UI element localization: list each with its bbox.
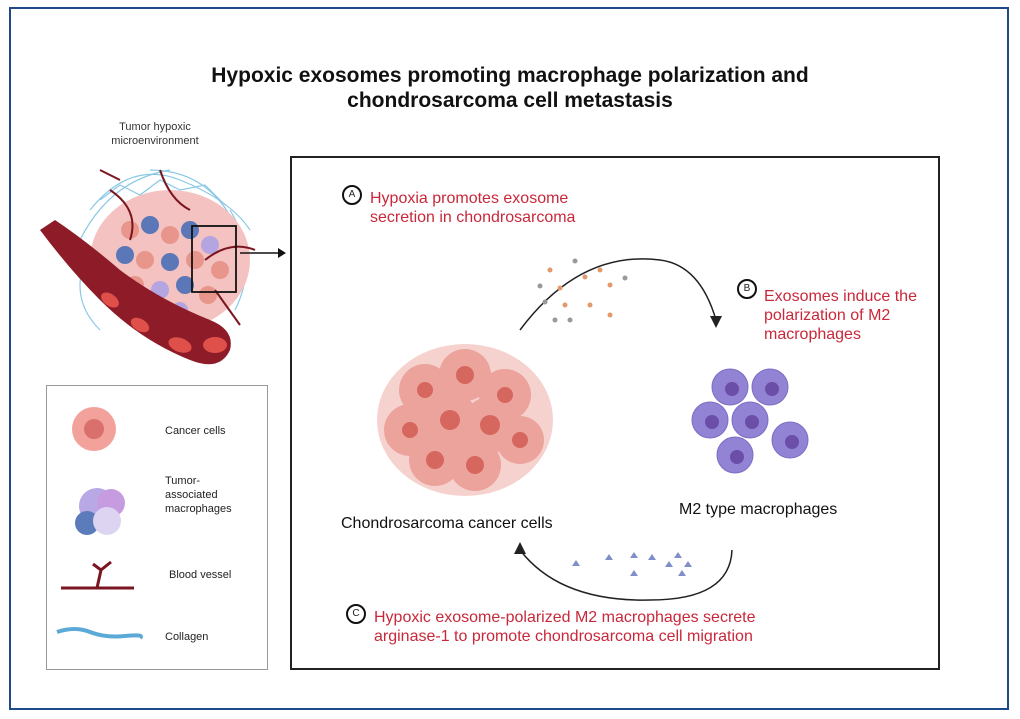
cancer-cluster-label: Chondrosarcoma cancer cells bbox=[341, 515, 553, 532]
figure-title: Hypoxic exosomes promoting macrophage po… bbox=[0, 63, 1020, 113]
legend-label-cancer-cells: Cancer cells bbox=[165, 425, 226, 437]
legend-label-collagen: Collagen bbox=[165, 631, 209, 643]
macrophage-icon bbox=[75, 488, 125, 535]
exosome-arc-top bbox=[519, 258, 722, 331]
arrow-head-icon bbox=[514, 542, 526, 554]
red-blood-cell bbox=[130, 317, 150, 333]
curved-arrow-to-cancer-cells bbox=[519, 549, 733, 601]
legend-label-line: associated bbox=[165, 489, 218, 501]
step-a-line-2: secretion in chondrosarcoma bbox=[370, 209, 576, 226]
step-a-text: Hypoxia promotes exosome secretion in ch… bbox=[370, 189, 575, 227]
collagen-icon bbox=[56, 627, 143, 640]
m2-macrophage-cluster bbox=[691, 368, 809, 474]
legend-label-line: Tumor- bbox=[165, 475, 201, 487]
cancer-cell-cluster bbox=[377, 344, 553, 496]
curved-arrow-to-macrophages bbox=[519, 258, 717, 331]
tumor-illustration bbox=[40, 169, 286, 365]
step-b-line-2: polarization of M2 bbox=[764, 307, 891, 324]
mechanism-panel bbox=[290, 156, 940, 670]
legend-label-blood-vessel: Blood vessel bbox=[169, 569, 232, 581]
red-blood-cell bbox=[203, 337, 227, 353]
tumor-label: Tumor hypoxic microenvironment bbox=[90, 120, 220, 148]
blood-vessels bbox=[99, 169, 256, 326]
zoom-region-box bbox=[191, 225, 237, 293]
blood-vessel-icon bbox=[61, 560, 134, 590]
title-line-2: chondrosarcoma cell metastasis bbox=[347, 89, 673, 112]
red-blood-cell bbox=[101, 292, 119, 308]
red-blood-cell bbox=[168, 337, 192, 353]
arrow-head-icon bbox=[710, 316, 722, 328]
tumor-label-line-1: Tumor hypoxic bbox=[119, 121, 191, 133]
exosome-particles bbox=[537, 258, 628, 323]
macrophage-label: M2 type macrophages bbox=[679, 501, 838, 518]
legend-label-line: macrophages bbox=[165, 503, 232, 515]
step-a-badge: A bbox=[342, 185, 362, 205]
arginase-particles bbox=[572, 552, 692, 576]
step-c-badge: C bbox=[346, 604, 366, 624]
step-b-badge: B bbox=[737, 279, 757, 299]
legend: Cancer cells Tumor- associated macrophag… bbox=[46, 385, 268, 670]
figure-frame bbox=[9, 7, 1009, 710]
step-b-text: Exosomes induce the polarization of M2 m… bbox=[764, 287, 917, 344]
step-a-line-1: Hypoxia promotes exosome bbox=[370, 190, 569, 207]
cancer-cell-icon bbox=[72, 407, 116, 451]
step-c-line-1: Hypoxic exosome-polarized M2 macrophages… bbox=[374, 609, 756, 626]
step-b-line-1: Exosomes induce the bbox=[764, 288, 917, 305]
step-b-line-3: macrophages bbox=[764, 326, 861, 343]
legend-label-macrophages: Tumor- associated macrophages bbox=[165, 474, 232, 516]
step-c-text: Hypoxic exosome-polarized M2 macrophages… bbox=[374, 608, 756, 646]
arrow-head-icon bbox=[278, 248, 286, 258]
large-blood-vessel bbox=[40, 220, 231, 365]
tumor-label-line-2: microenvironment bbox=[111, 135, 199, 147]
title-line-1: Hypoxic exosomes promoting macrophage po… bbox=[211, 64, 809, 87]
step-c-line-2: arginase-1 to promote chondrosarcoma cel… bbox=[374, 628, 753, 645]
secretion-arc-bottom bbox=[514, 542, 733, 601]
